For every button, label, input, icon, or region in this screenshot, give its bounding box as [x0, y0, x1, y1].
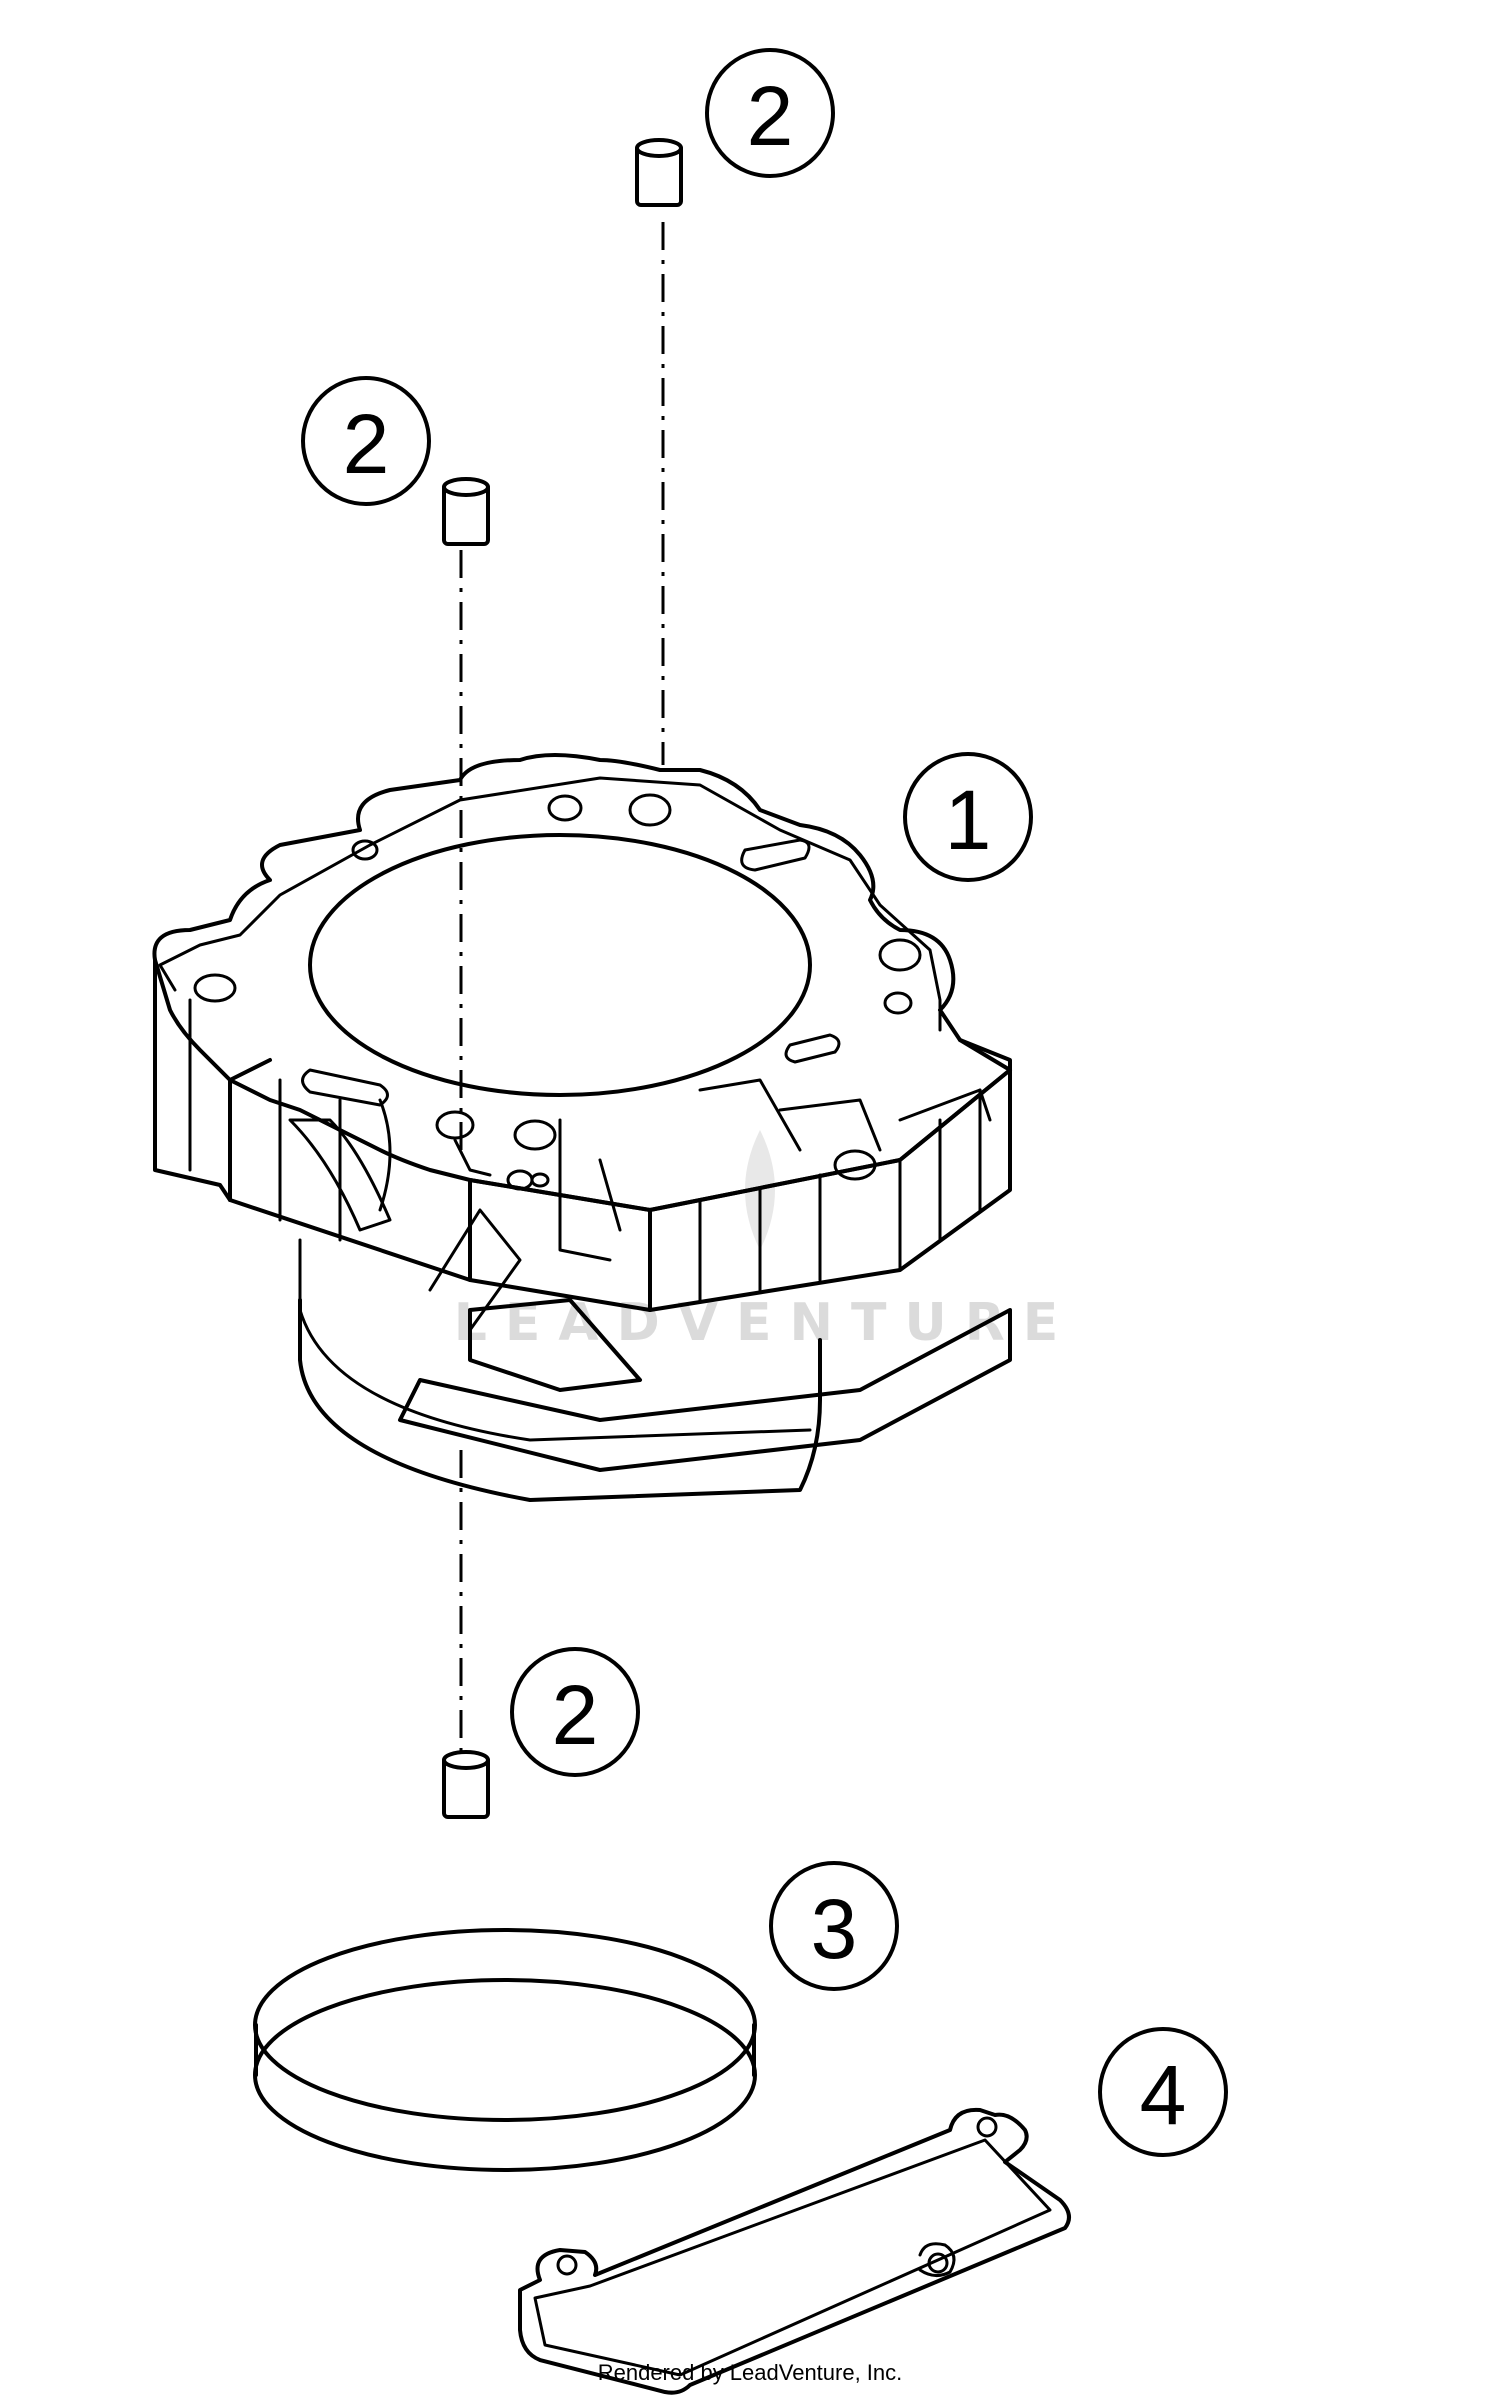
gasket-part [518, 2107, 1071, 2395]
callout-number: 2 [747, 69, 794, 163]
dowel-pin-bottom [442, 1750, 490, 1819]
callout-part-4: 4 [1098, 2027, 1228, 2157]
callout-part-2-left: 2 [301, 376, 431, 506]
callout-number: 2 [552, 1668, 599, 1762]
callout-part-3: 3 [769, 1861, 899, 1991]
dowel-pin-top [635, 138, 683, 207]
callout-part-1: 1 [903, 752, 1033, 882]
o-ring-part [253, 1928, 757, 2172]
callout-number: 1 [945, 773, 992, 867]
callout-number: 3 [811, 1882, 858, 1976]
callout-number: 4 [1140, 2048, 1187, 2142]
callout-number: 2 [343, 397, 390, 491]
callout-part-2-top: 2 [705, 48, 835, 178]
cylinder-part [152, 753, 1012, 1502]
watermark: LEADVENTURE [454, 1130, 1058, 1353]
callout-part-2-bottom: 2 [510, 1647, 640, 1777]
credit-line: Rendered by LeadVenture, Inc. [597, 2360, 903, 2385]
dowel-pin-left [442, 477, 490, 546]
